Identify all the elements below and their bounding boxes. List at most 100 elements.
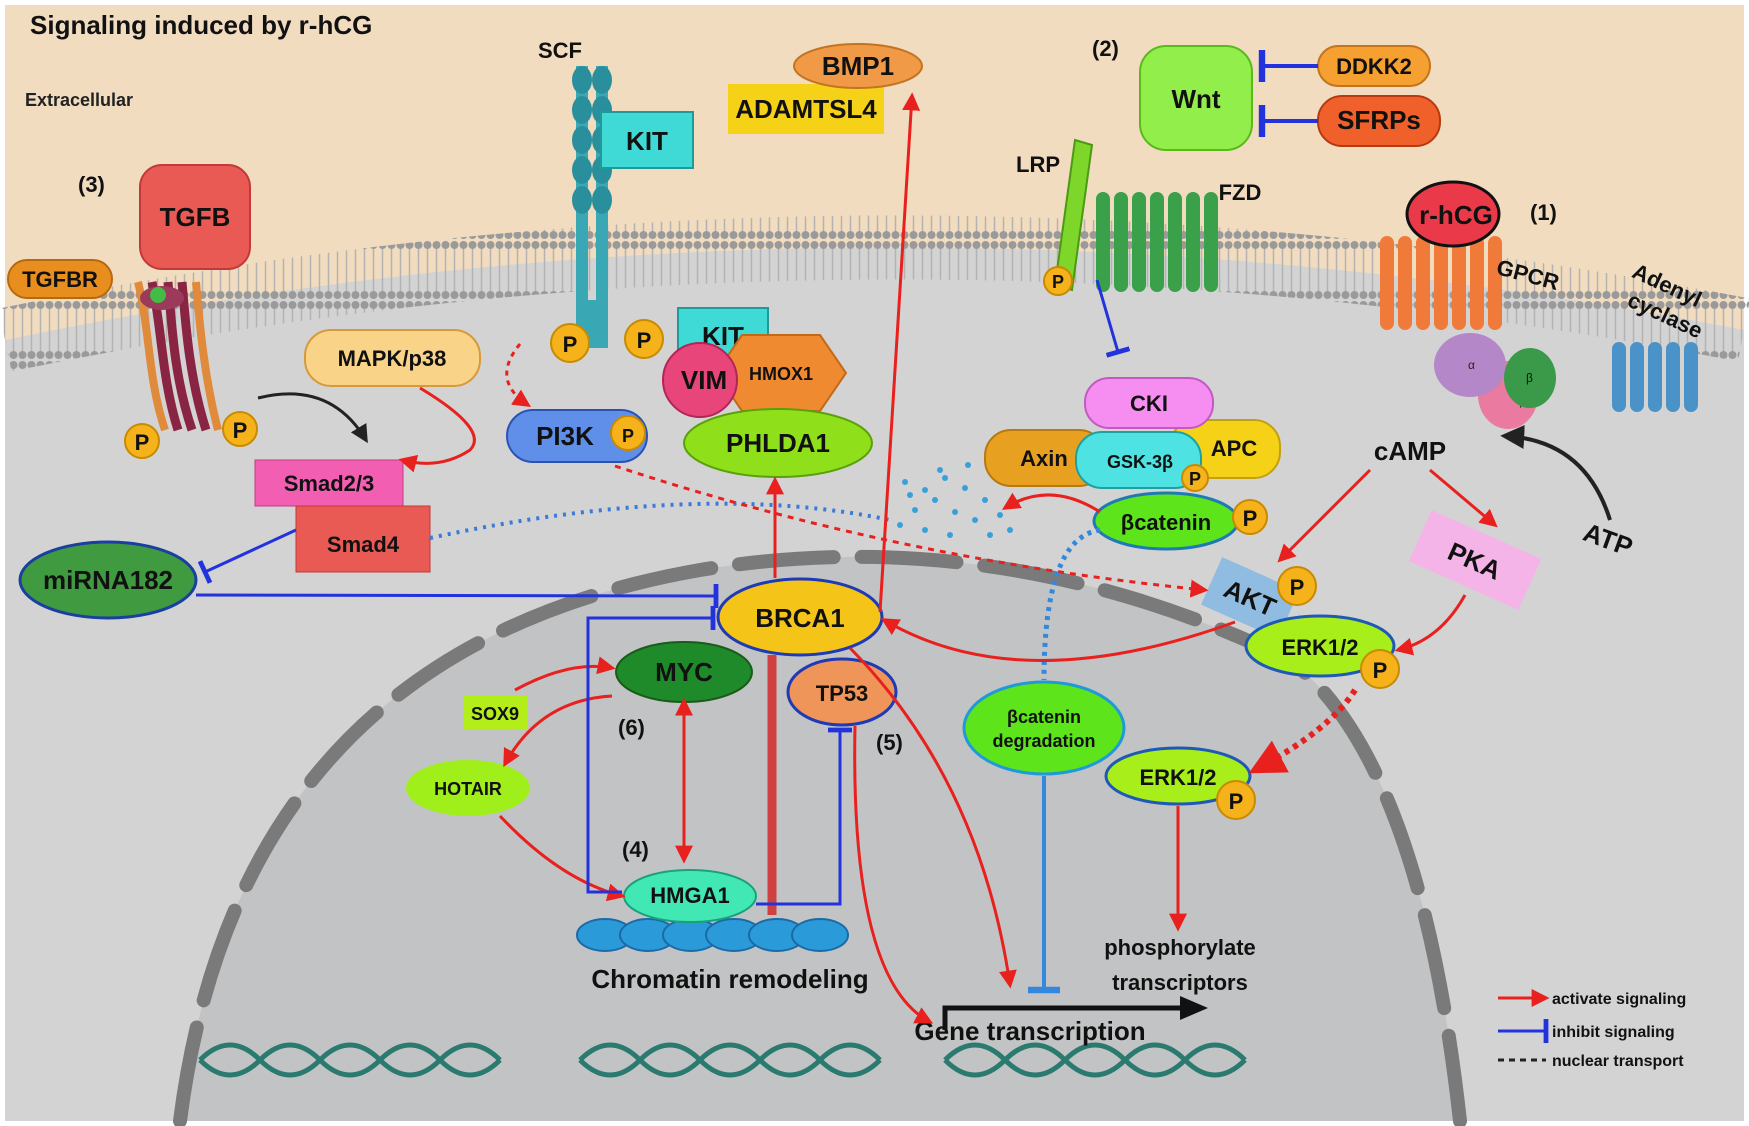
rhcg-label: r-hCG — [1419, 200, 1493, 230]
diagram-title: Signaling induced by r-hCG — [30, 10, 372, 40]
chromatin-nucleosomes — [576, 918, 849, 952]
gsk3b-node — [1075, 431, 1202, 489]
mirna182-label: miRNA182 — [43, 565, 173, 595]
cki-label: CKI — [1130, 391, 1168, 416]
nuclear-envelope — [173, 549, 1467, 1126]
tp53-label: TP53 — [816, 681, 869, 706]
tp53-node — [786, 657, 898, 727]
gene-transcription-arrow — [942, 1005, 1180, 1030]
phosphate-akt — [1277, 566, 1317, 606]
rhcg-node — [1405, 180, 1501, 248]
legend-transport-label: nuclear transport — [1552, 1053, 1684, 1070]
atp-to-camp-arrow — [1500, 424, 1612, 521]
tgfb-label: TGFB — [160, 202, 231, 232]
mirna182-node — [18, 540, 198, 620]
phosphate-label: P — [1290, 575, 1305, 600]
phosphate-label: P — [622, 426, 634, 446]
section-number-4: (4) — [622, 837, 649, 862]
legend-inhibit-label: inhibit signaling — [1552, 1024, 1675, 1041]
sox9-node — [463, 696, 527, 730]
camp-label: cAMP — [1374, 436, 1446, 466]
g-protein-beta — [1504, 348, 1556, 408]
lrp-label: LRP — [1016, 152, 1060, 177]
smad4-label: Smad4 — [327, 532, 400, 557]
phosphate-label: P — [1052, 272, 1064, 292]
phosphate-kit-left — [550, 323, 590, 363]
phosphate-tgfbr-left — [124, 423, 160, 459]
phosphate-label: P — [563, 332, 578, 357]
phosphate-label: P — [1189, 469, 1201, 489]
smad23-label: Smad2/3 — [284, 471, 375, 496]
g-protein-alpha — [1434, 333, 1506, 397]
chromatin-remodeling-label: Chromatin remodeling — [591, 964, 868, 994]
phosphate-tgfbr-right — [222, 411, 258, 447]
tgfbr-label: TGFBR — [22, 267, 98, 292]
tgfbr-receptor — [134, 281, 222, 432]
g-alpha-label: α — [1468, 358, 1475, 372]
phlda1-label: PHLDA1 — [726, 428, 830, 458]
sox9-label: SOX9 — [471, 704, 519, 724]
brca1-label: BRCA1 — [755, 603, 845, 633]
section-number-1: (1) — [1530, 200, 1557, 225]
fzd-receptor — [1096, 192, 1218, 292]
legend: activate signaling inhibit signaling nuc… — [1498, 989, 1686, 1070]
phosphorylate-transcriptors-label-1: phosphorylate — [1104, 935, 1256, 960]
hmox1-label: HMOX1 — [749, 364, 813, 384]
bcatenin-degradation-node — [962, 680, 1126, 776]
hotair-label: HOTAIR — [434, 779, 502, 799]
dna-helix-group — [198, 1042, 1247, 1078]
vim-node — [662, 342, 738, 418]
tgfb-node — [139, 164, 251, 270]
phosphate-kit-right — [624, 319, 664, 359]
signaling-arrows — [195, 92, 1498, 1024]
adamtsl4-label: ADAMTSL4 — [735, 94, 877, 124]
lrp-receptor — [1053, 138, 1094, 292]
section-number-2: (2) — [1092, 36, 1119, 61]
cki-node — [1084, 377, 1214, 429]
smad4-node — [295, 505, 431, 573]
sfrps-label: SFRPs — [1337, 105, 1421, 135]
gene-transcription-label: Gene transcription — [914, 1016, 1145, 1046]
section-number-3: (3) — [78, 172, 105, 197]
scf-label: SCF — [538, 38, 582, 63]
wnt-node — [1139, 45, 1253, 151]
myc-label: MYC — [655, 657, 713, 687]
bcatenin-degradation-label-2: degradation — [992, 731, 1095, 751]
phosphate-label: P — [1243, 506, 1258, 531]
phosphate-erk12-nuclear — [1216, 780, 1256, 820]
phosphorylate-transcriptors-label-2: transcriptors — [1112, 970, 1248, 995]
phosphate-lrp — [1043, 266, 1073, 296]
brca1-node — [716, 577, 884, 657]
vim-label: VIM — [681, 365, 727, 395]
phosphate-label: P — [1229, 789, 1244, 814]
phosphate-label: P — [135, 430, 150, 455]
legend-activate-label: activate signaling — [1552, 991, 1686, 1008]
erk12-cytoplasm-label: ERK1/2 — [1281, 635, 1358, 660]
phosphate-label: P — [233, 418, 248, 443]
pka-node — [1408, 510, 1542, 610]
bcatenin-label: βcatenin — [1121, 510, 1211, 535]
erk12-nuclear-node — [1104, 746, 1252, 806]
axin-label: Axin — [1020, 446, 1068, 471]
mapk-p38-label: MAPK/p38 — [338, 346, 447, 371]
phosphate-bcatenin — [1232, 499, 1268, 535]
bcatenin-particles — [897, 462, 1013, 538]
kit-top-label: KIT — [626, 126, 668, 156]
fzd-label: FZD — [1219, 180, 1262, 205]
erk12-nuclear-label: ERK1/2 — [1139, 765, 1216, 790]
section-number-6: (6) — [618, 715, 645, 740]
akt-node — [1201, 557, 1299, 639]
phosphate-pi3k — [610, 415, 646, 451]
gene-transcription-arrowhead — [1180, 996, 1208, 1020]
tgfbr-node — [7, 259, 113, 299]
phosphate-label: P — [637, 328, 652, 353]
pi3k-node — [506, 409, 648, 463]
pi3k-label: PI3K — [536, 421, 594, 451]
erk12-cytoplasm-node — [1244, 614, 1396, 678]
kit-top-node — [600, 111, 694, 169]
bmp1-label: BMP1 — [822, 51, 894, 81]
phosphate-erk12-cytoplasm — [1360, 649, 1400, 689]
adamtsl4-node — [728, 84, 884, 134]
